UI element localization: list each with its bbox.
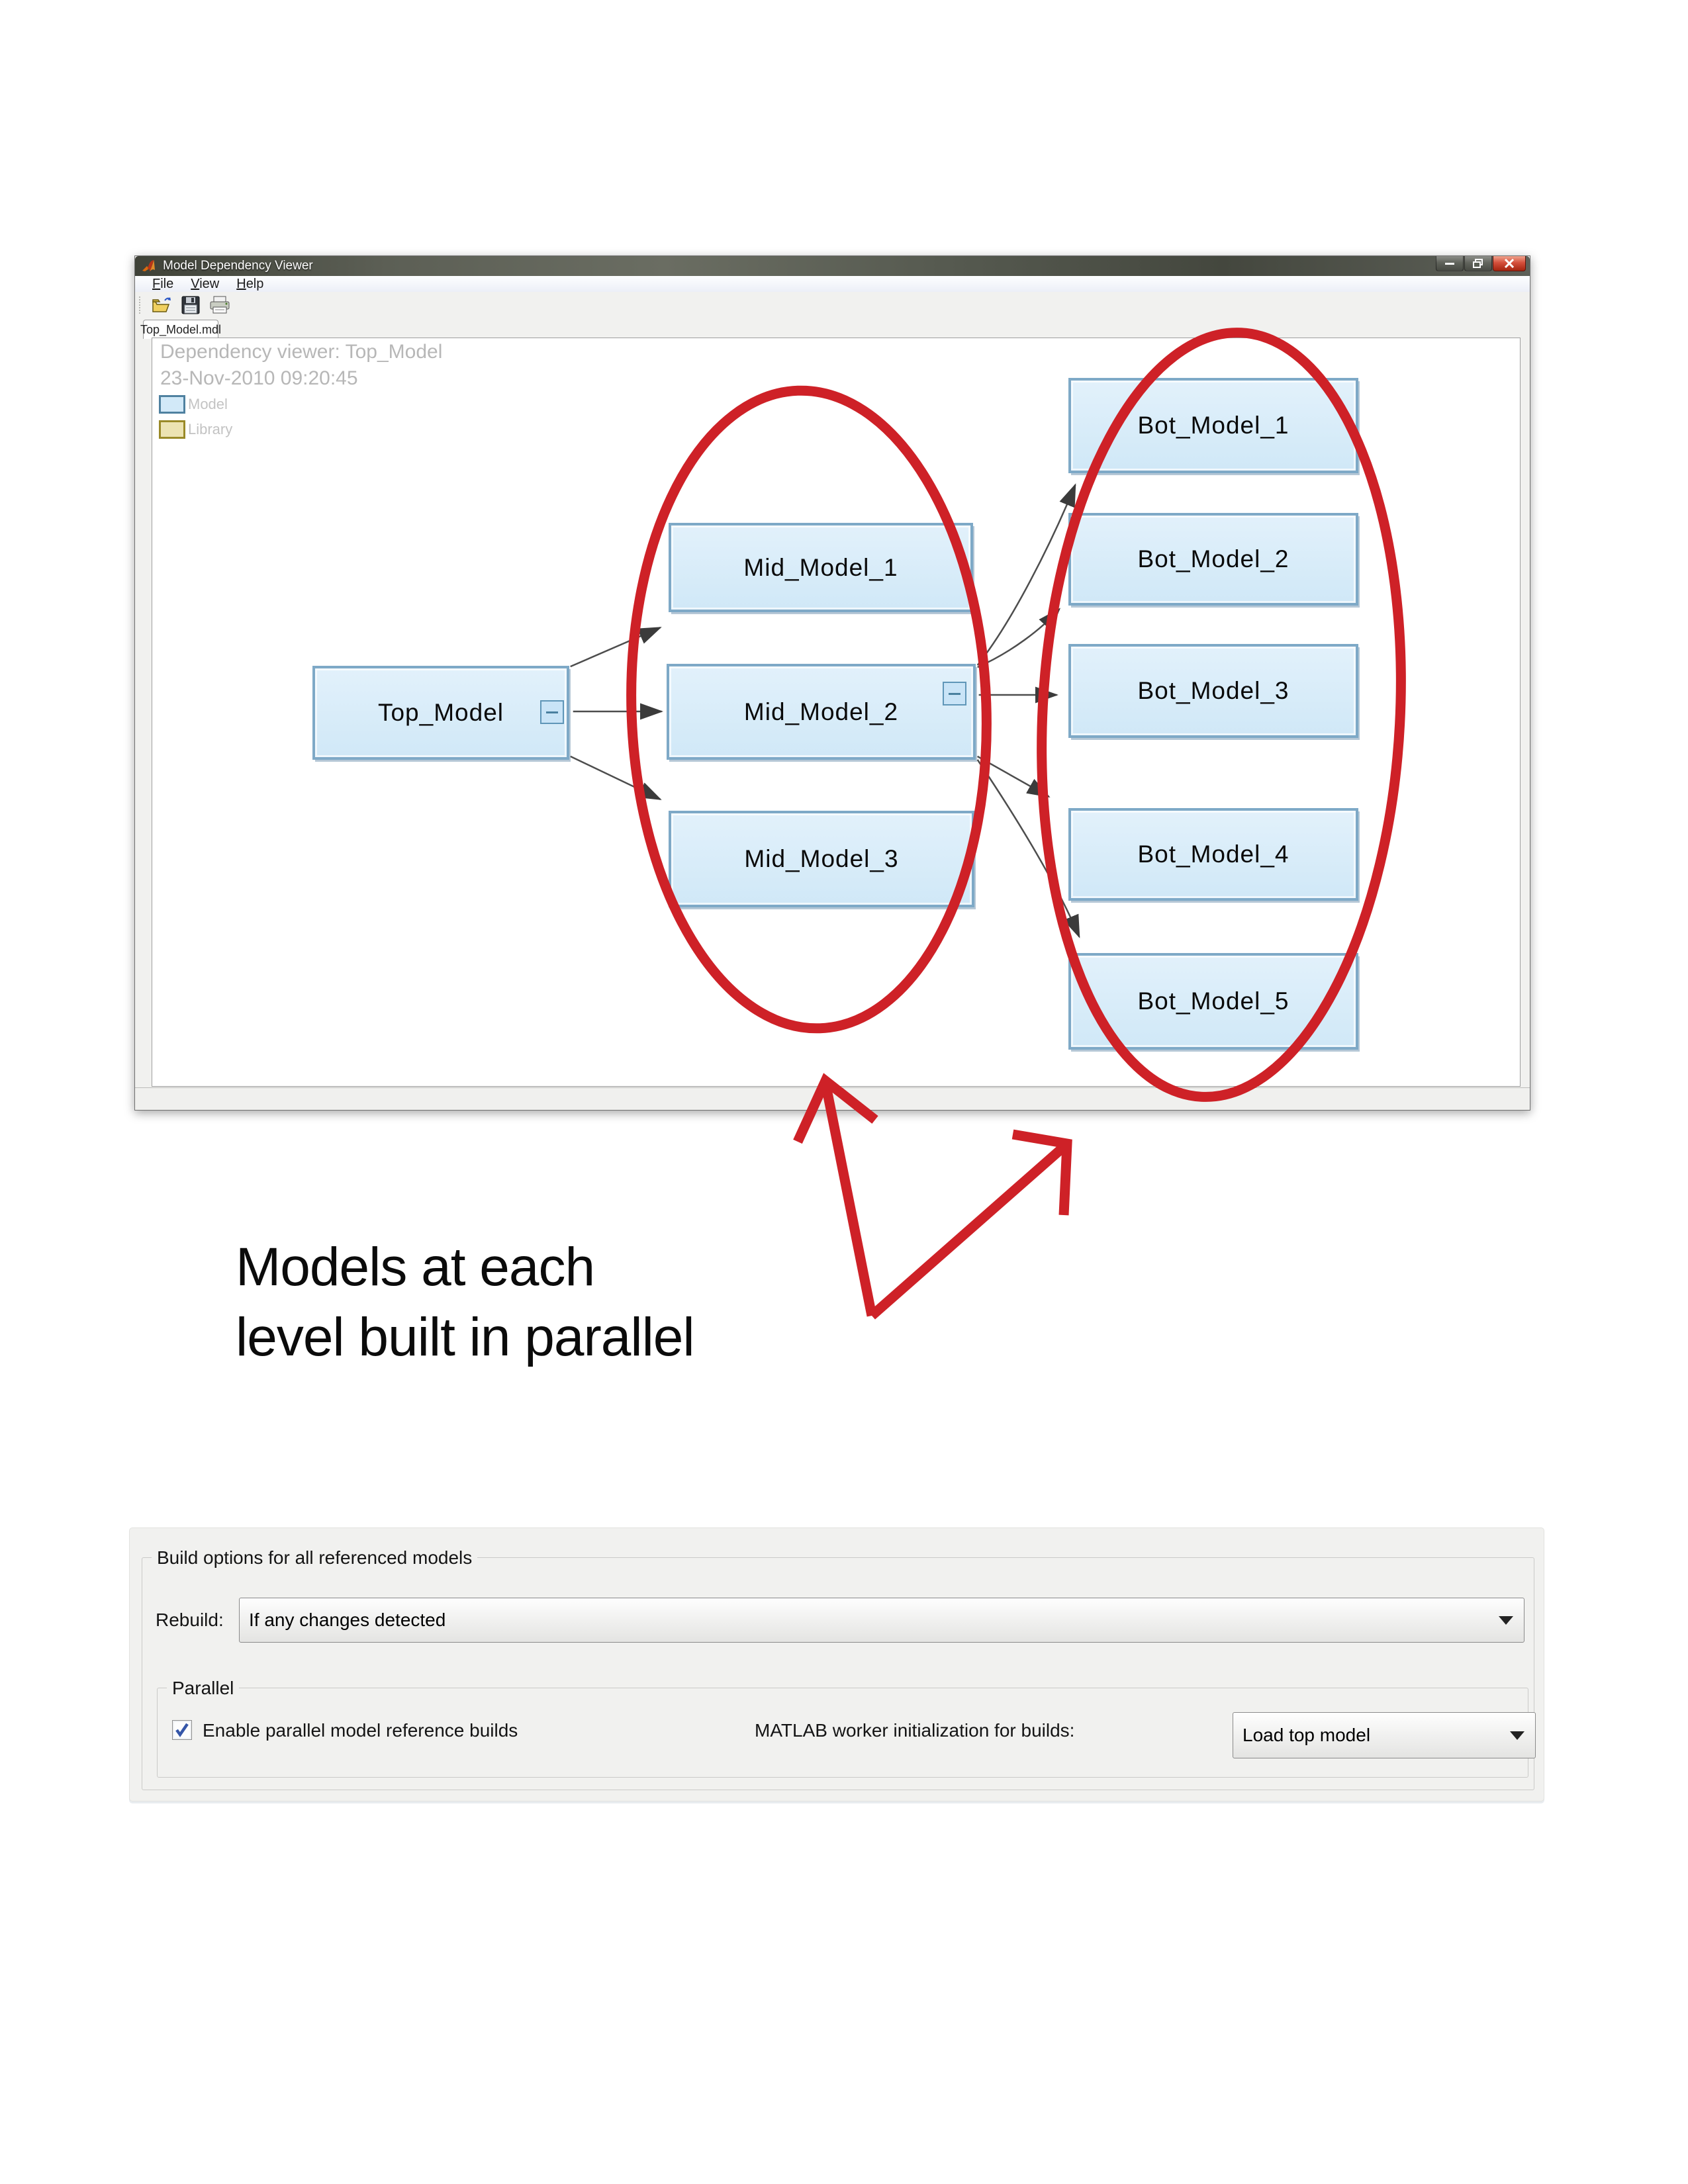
open-button[interactable] [151,295,172,315]
worker-init-label: MATLAB worker initialization for builds: [755,1720,1075,1741]
rebuild-dropdown[interactable]: If any changes detected [239,1598,1524,1643]
worker-init-value: Load top model [1243,1725,1371,1745]
annotation-arrow-right-shaft [868,1142,1068,1320]
tab-top-model[interactable]: Top_Model.mdl [140,320,222,339]
dependency-canvas[interactable]: Dependency viewer: Top_Model 23-Nov-2010… [152,338,1521,1087]
minus-icon [949,692,961,695]
node-bot-model-5[interactable]: Bot_Model_5 [1068,953,1358,1050]
build-options-panel: Build options for all referenced models … [129,1527,1544,1801]
enable-parallel-checkbox[interactable] [172,1720,192,1740]
enable-parallel-label: Enable parallel model reference builds [203,1720,518,1741]
restore-button[interactable] [1464,256,1492,271]
chevron-down-icon [1510,1731,1524,1740]
parallel-group-title: Parallel [167,1678,240,1699]
restore-icon [1473,259,1483,268]
close-icon [1504,259,1515,268]
window-title: Model Dependency Viewer [163,259,313,273]
open-icon [152,297,171,312]
build-options-groupbox: Build options for all referenced models … [142,1547,1536,1790]
worker-init-dropdown[interactable]: Load top model [1233,1712,1536,1758]
save-button[interactable] [180,295,201,315]
node-label: Mid_Model_2 [743,698,899,725]
minimize-button[interactable] [1436,256,1464,271]
node-label: Mid_Model_1 [743,553,898,581]
menu-bar: File View Help [135,276,1530,293]
node-top-model[interactable]: Top_Model [312,666,569,760]
rebuild-value: If any changes detected [249,1610,446,1630]
legend-timestamp: 23-Nov-2010 09:20:45 [160,367,358,389]
node-label: Mid_Model_3 [744,845,899,872]
rebuild-label: Rebuild: [156,1610,224,1630]
annotation-arrow-right-head [1011,1129,1072,1216]
title-bar[interactable]: Model Dependency Viewer [135,256,1530,276]
annotation-text: Models at each level built in parallel [236,1232,695,1373]
chevron-down-icon [1499,1615,1513,1625]
parallel-groupbox: Parallel Enable parallel model reference… [157,1678,1536,1778]
node-bot-model-2[interactable]: Bot_Model_2 [1068,513,1358,606]
toolbar [135,292,1530,319]
legend-label-library: Library [188,421,233,437]
menu-view[interactable]: View [191,276,220,291]
close-button[interactable] [1493,256,1526,271]
node-bot-model-3[interactable]: Bot_Model_3 [1068,644,1358,738]
legend-label-model: Model [188,396,228,412]
menu-file[interactable]: File [152,276,174,291]
model-swatch [159,395,185,414]
legend-item-model: Model [159,395,228,414]
node-bot-model-4[interactable]: Bot_Model_4 [1068,808,1358,901]
node-label: Bot_Model_4 [1137,841,1289,868]
node-mid-model-2[interactable]: Mid_Model_2 [667,664,976,760]
node-bot-model-1[interactable]: Bot_Model_1 [1068,378,1358,473]
model-dependency-viewer-window: Model Dependency Viewer [134,255,1530,1111]
tab-bar: Top_Model.mdl [135,318,1530,339]
status-bar [135,1087,1530,1110]
menu-help[interactable]: Help [236,276,264,291]
legend-item-library: Library [159,420,232,439]
node-label: Top_Model [377,699,504,726]
library-swatch [159,420,185,439]
tab-label: Top_Model.mdl [140,322,222,336]
collapse-toggle-top-model[interactable] [540,700,564,724]
node-label: Bot_Model_5 [1137,987,1289,1015]
print-icon [210,296,230,314]
matlab-logo-icon [142,260,155,271]
build-options-group-title: Build options for all referenced models [152,1547,478,1569]
window-controls [1435,256,1526,271]
node-label: Bot_Model_1 [1137,412,1289,439]
save-icon [181,296,200,314]
annotation-arrow-left-shaft [820,1081,877,1317]
node-mid-model-3[interactable]: Mid_Model_3 [669,811,974,907]
print-button[interactable] [209,295,230,315]
collapse-toggle-mid-model-2[interactable] [943,682,966,705]
annotation-line-2: level built in parallel [236,1307,695,1367]
node-label: Bot_Model_3 [1137,677,1289,704]
annotation-line-1: Models at each [236,1237,595,1297]
minimize-icon [1445,263,1454,265]
minus-icon [546,711,558,713]
node-mid-model-1[interactable]: Mid_Model_1 [669,523,973,612]
legend-title: Dependency viewer: Top_Model [160,341,443,363]
node-label: Bot_Model_2 [1137,545,1289,572]
check-icon [175,1723,189,1737]
toolbar-grip [139,296,143,314]
